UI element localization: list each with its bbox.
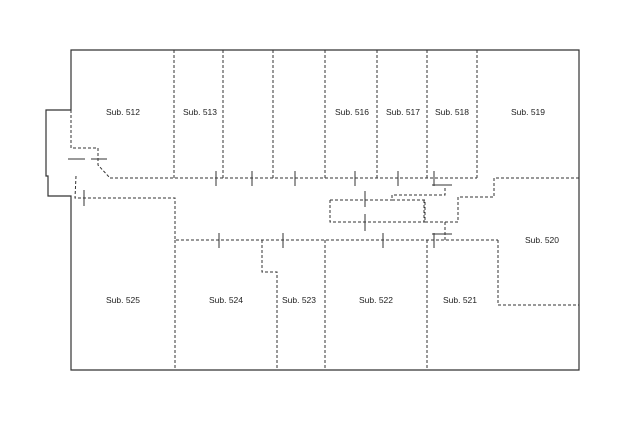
room-label-516: Sub. 516 [335, 107, 369, 117]
room-label-524: Sub. 524 [209, 295, 243, 305]
room-label-517: Sub. 517 [386, 107, 420, 117]
room-label-519: Sub. 519 [511, 107, 545, 117]
outer-walls [45, 49, 580, 371]
room-label-512: Sub. 512 [106, 107, 140, 117]
room-label-520: Sub. 520 [525, 235, 559, 245]
partitions [70, 50, 579, 370]
room-label-518: Sub. 518 [435, 107, 469, 117]
room-label-522: Sub. 522 [359, 295, 393, 305]
room-labels: Sub. 512 Sub. 513 Sub. 516 Sub. 517 Sub.… [106, 107, 559, 305]
room-label-513: Sub. 513 [183, 107, 217, 117]
room-label-523: Sub. 523 [282, 295, 316, 305]
room-label-521: Sub. 521 [443, 295, 477, 305]
door-marks [68, 158, 452, 248]
building-outline [45, 49, 580, 371]
room-label-525: Sub. 525 [106, 295, 140, 305]
